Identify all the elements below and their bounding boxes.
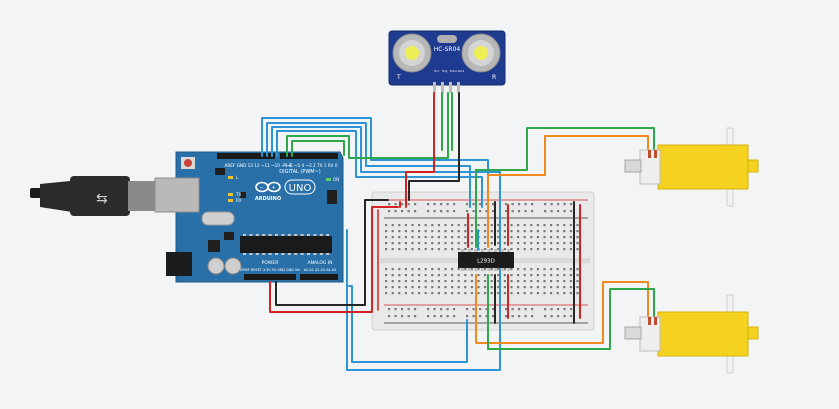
analog-label: ANALOG IN (307, 260, 332, 266)
wires (261, 92, 655, 371)
svg-text:Vcc: Vcc (434, 69, 440, 73)
svg-text:−: − (260, 185, 264, 191)
digital-label: DIGITAL (PWM~) (279, 169, 321, 175)
l293d-chip[interactable]: L293D (458, 249, 514, 271)
usb-icon: ⇆ (96, 191, 108, 207)
digital-header-right[interactable] (280, 153, 338, 159)
power-header[interactable] (244, 274, 296, 280)
header-top-right-labels: 7 ~6 ~5 4 ~3 2 TX 1 RX 0 (282, 163, 337, 168)
l293d-label: L293D (477, 259, 495, 265)
analog-header[interactable] (300, 274, 338, 280)
svg-text:L: L (236, 175, 239, 180)
ultrasonic-sensor[interactable]: HC-SR04 T R Vcc Trig Echo Gnd (388, 30, 506, 93)
usb-cable: ⇆ (30, 176, 158, 216)
atmega-chip (240, 236, 332, 253)
wire-blue (276, 130, 483, 208)
sensor-model-label: HC-SR04 (434, 46, 461, 53)
svg-text:TX: TX (235, 192, 241, 197)
svg-text:Gnd: Gnd (458, 69, 464, 73)
wire-red (269, 206, 399, 313)
sensor-pins[interactable]: Vcc Trig Echo Gnd (433, 69, 464, 93)
header-top-left-labels: AREF GND 13 12 ~11 ~10 ~9 8 (225, 163, 292, 168)
svg-text:RX: RX (236, 198, 242, 203)
wire-blue (348, 285, 468, 363)
wire-green (475, 127, 655, 248)
wire-green (286, 92, 449, 159)
wire-red (405, 92, 435, 208)
arduino-logo: − + (255, 181, 281, 193)
arduino-brand: ARDUINO (255, 196, 281, 202)
svg-text:Echo: Echo (450, 69, 457, 73)
dc-motor-top[interactable] (624, 127, 759, 207)
wire-black (408, 92, 460, 201)
status-leds: L TX RX ON (228, 175, 339, 203)
sensor-left-mark: T (396, 74, 401, 81)
power-label: POWER (262, 260, 279, 266)
svg-text:Trig: Trig (441, 69, 447, 73)
power-pin-labels: IOREF RESET 3.3V 5V GND GND Vin (240, 268, 301, 272)
analog-pin-labels: A0 A1 A2 A3 A4 A5 (304, 268, 336, 272)
dc-motor-bottom[interactable] (624, 294, 759, 374)
wire-green (291, 140, 345, 157)
wire-orange (487, 135, 649, 248)
wire-green (487, 274, 655, 350)
svg-text:ON: ON (333, 177, 339, 182)
uno-label: UNO (289, 183, 312, 194)
digital-header-left[interactable] (217, 153, 275, 159)
arduino-uno-board[interactable]: ⇆ AREF GND 13 12 ~11 ~10 ~9 8 (30, 151, 344, 283)
breadboard-holes (385, 203, 579, 318)
wire-black (275, 199, 389, 306)
svg-text:+: + (272, 185, 276, 191)
sensor-right-mark: R (492, 74, 496, 81)
atmega-pins (243, 234, 330, 255)
wire-blue (261, 117, 489, 208)
reset-button[interactable] (184, 159, 192, 167)
